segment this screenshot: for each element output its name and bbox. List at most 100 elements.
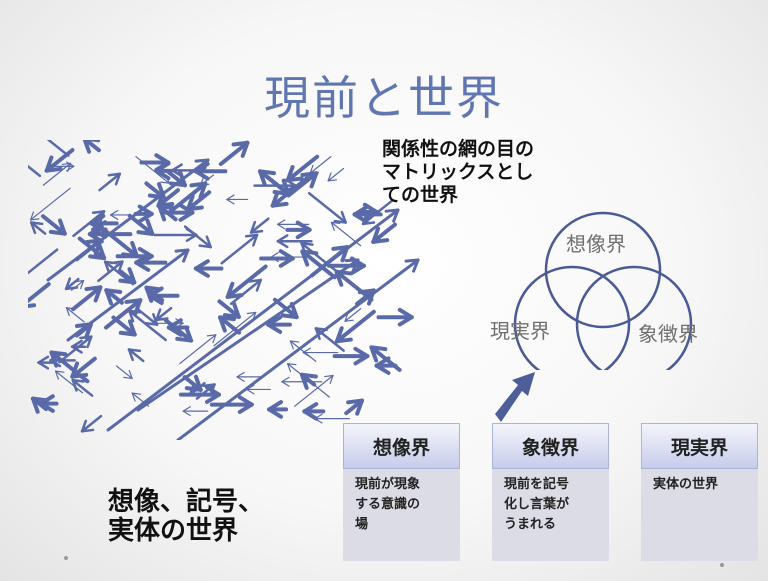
network-arrowhead [334, 337, 353, 344]
network-arrowhead [289, 340, 300, 343]
network-arrowhead [302, 347, 312, 354]
network-link [28, 164, 42, 178]
network-arrowhead [130, 240, 139, 259]
network-arrowhead [309, 171, 319, 189]
network-link [217, 299, 241, 319]
network-arrowhead [134, 260, 151, 272]
network-arrowhead [103, 260, 111, 274]
network-arrowhead [334, 269, 344, 287]
network-arrowhead [266, 322, 283, 334]
network-arrowhead [84, 285, 103, 292]
network-arrowhead [344, 319, 354, 322]
network-arrowhead [178, 170, 187, 188]
network-arrowhead [109, 214, 119, 220]
network-link [71, 285, 103, 312]
network-link [58, 335, 93, 364]
network-arrowhead [202, 383, 216, 388]
network-arrowhead [61, 162, 72, 166]
network-arrowhead [331, 245, 350, 251]
network-arrowhead [340, 210, 347, 224]
network-arrowhead [80, 280, 85, 290]
slide-corner-dot [720, 563, 724, 567]
network-link [136, 308, 159, 326]
network-link [71, 378, 94, 397]
relationship-network-graphic [28, 140, 420, 440]
network-link [185, 190, 212, 212]
network-arrowhead [327, 179, 338, 182]
network-arrowhead [232, 301, 241, 319]
network-arrowhead [170, 163, 183, 172]
network-link [218, 315, 242, 335]
network-arrowhead [374, 363, 391, 375]
network-arrowhead [127, 348, 134, 362]
network-arrowhead [270, 201, 289, 208]
network-arrowhead [29, 221, 37, 235]
network-arrowhead [89, 221, 106, 233]
column-body-line: 場 [355, 517, 369, 532]
network-arrowhead [199, 183, 210, 186]
network-arrowhead [104, 288, 114, 306]
network-link [54, 370, 84, 394]
network-link [213, 311, 257, 347]
network-arrowhead [302, 409, 319, 421]
column-heading-real: 現実界 [641, 423, 758, 469]
network-arrowhead [87, 232, 104, 244]
network-arrowhead [206, 334, 217, 337]
venn-label-imaginary: 想像界 [566, 232, 626, 256]
network-link [74, 238, 103, 262]
network-arrowhead [330, 221, 341, 225]
network-arrowhead [324, 374, 334, 378]
network-arrowhead [362, 210, 379, 222]
up-arrow-icon [495, 372, 535, 422]
slide-title: 現前と世界 [264, 71, 504, 125]
network-arrowhead [29, 221, 44, 226]
network-arrowhead [182, 406, 191, 412]
network-link [98, 172, 122, 192]
network-arrowhead [137, 204, 154, 216]
network-arrowhead [270, 190, 280, 208]
network-arrowhead [82, 140, 92, 154]
network-arrowhead [131, 392, 136, 402]
network-link [265, 174, 291, 196]
network-arrowhead [166, 325, 183, 337]
network-arrowhead [334, 269, 353, 276]
network-arrowhead [93, 285, 103, 303]
network-arrowhead [121, 252, 139, 259]
network-arrowhead [218, 315, 236, 322]
network-arrowhead [168, 181, 187, 188]
network-arrowhead [276, 219, 286, 225]
network-arrowhead [249, 229, 264, 234]
network-arrowhead [185, 194, 195, 212]
network-arrowhead [330, 221, 335, 231]
network-link [225, 264, 268, 299]
column-body-line: 現前を記号 [504, 477, 570, 492]
network-arrowhead [54, 370, 59, 380]
network-arrowhead [157, 204, 176, 211]
network-link [270, 175, 310, 208]
network-link [309, 156, 332, 174]
network-arrowhead [54, 370, 65, 373]
network-arrowhead [412, 258, 420, 273]
network-arrowhead [71, 378, 78, 392]
network-arrowhead [178, 210, 195, 222]
network-arrowhead [369, 345, 379, 363]
network-link [65, 307, 85, 323]
network-arrowhead [157, 182, 166, 200]
network-arrowhead [154, 160, 171, 172]
network-arrowhead [327, 172, 332, 182]
network-link [327, 167, 345, 182]
network-arrowhead [357, 288, 376, 295]
network-link [46, 140, 70, 157]
network-arrowhead [289, 340, 294, 350]
network-arrowhead [124, 298, 143, 304]
venn-label-symbolic: 象徴界 [638, 322, 698, 346]
network-link [272, 297, 299, 320]
network-link [40, 214, 67, 236]
network-arrowhead [65, 307, 76, 310]
network-link [29, 221, 47, 235]
network-arrowhead [248, 278, 262, 283]
network-link [176, 258, 420, 440]
network-arrowhead [103, 260, 118, 265]
network-arrowhead [244, 233, 259, 238]
network-arrowhead [48, 229, 67, 236]
